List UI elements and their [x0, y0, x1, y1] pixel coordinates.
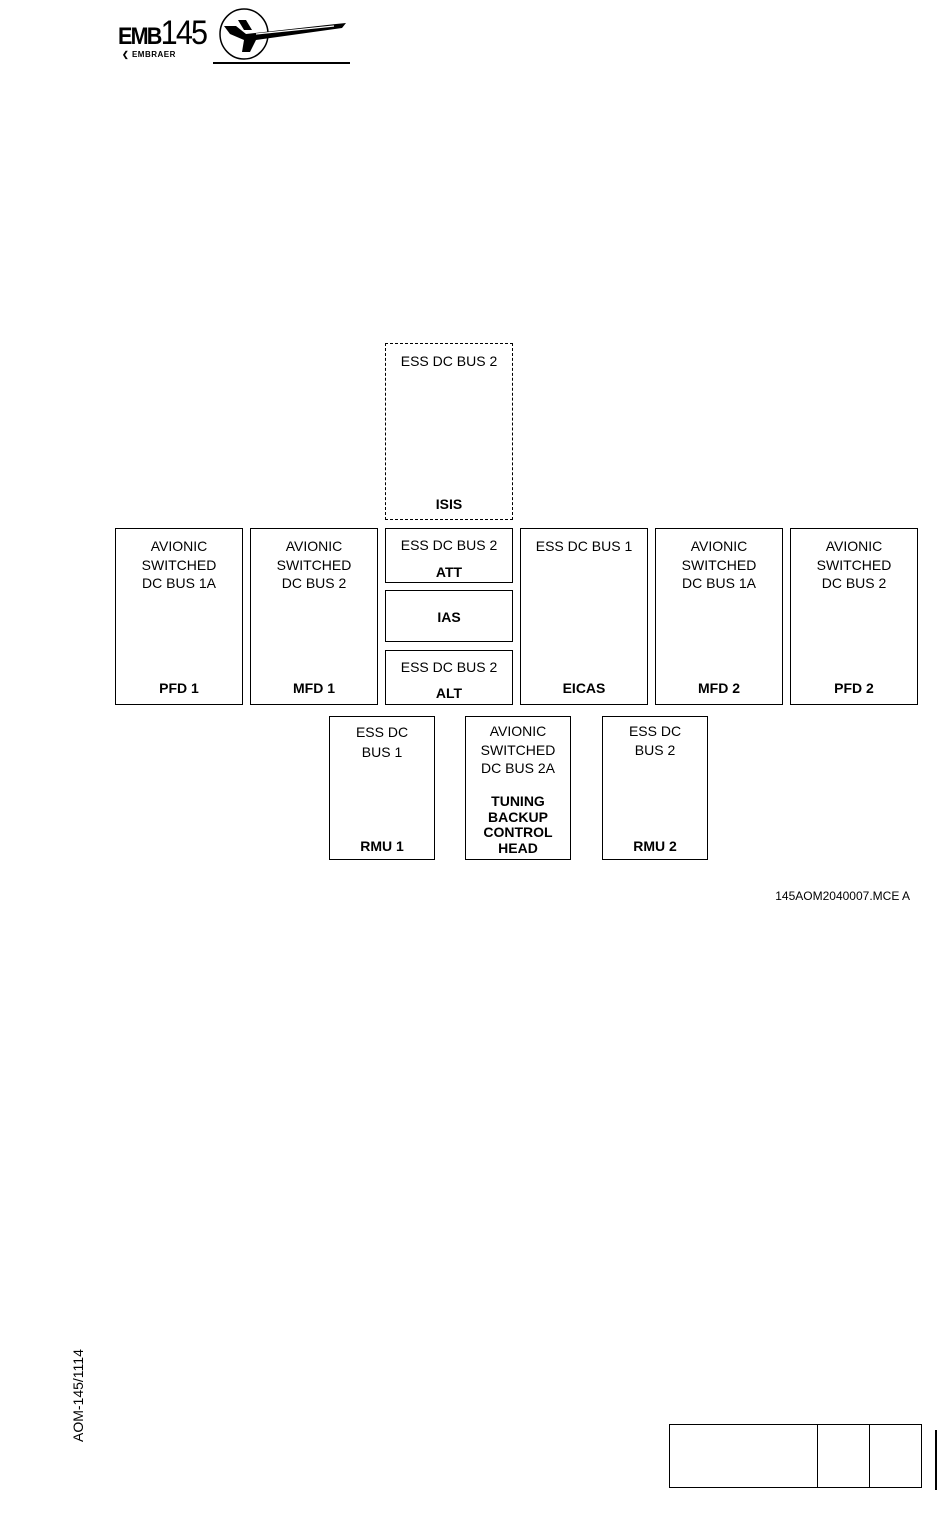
rmu1-box: ESS DC BUS 1 RMU 1: [329, 716, 435, 860]
eicas-device: EICAS: [562, 680, 606, 696]
tuning-box: AVIONIC SWITCHED DC BUS 2A TUNING BACKUP…: [465, 716, 571, 860]
rmu1-device: RMU 1: [360, 838, 404, 854]
document-code: AOM-145/1114: [70, 1349, 86, 1442]
pfd1-source: AVIONIC SWITCHED DC BUS 1A: [141, 538, 217, 591]
change-bar: [935, 1430, 937, 1490]
logo-sub-text: EMBRAER: [131, 50, 176, 59]
embraer-arrow-icon: ❮: [122, 50, 132, 59]
att-box: ESS DC BUS 2 ATT: [385, 528, 513, 583]
pfd1-box: AVIONIC SWITCHED DC BUS 1A PFD 1: [115, 528, 243, 705]
isis-device: ISIS: [435, 496, 463, 512]
mfd2-source: AVIONIC SWITCHED DC BUS 1A: [681, 538, 757, 591]
ias-device: IAS: [437, 609, 461, 625]
header-rule: [213, 62, 350, 64]
tuning-device: TUNING BACKUP CONTROL HEAD: [483, 793, 553, 856]
pfd2-device: PFD 2: [834, 680, 874, 696]
logo-subtitle: ❮ EMBRAER: [122, 50, 176, 59]
pfd1-device: PFD 1: [159, 680, 199, 696]
mfd1-device: MFD 1: [293, 680, 335, 696]
att-device: ATT: [435, 564, 463, 580]
alt-box: ESS DC BUS 2 ALT: [385, 650, 513, 705]
logo-wordmark: EMB145: [118, 16, 208, 52]
eicas-source: ESS DC BUS 1: [535, 538, 633, 554]
tuning-source: AVIONIC SWITCHED DC BUS 2A: [480, 723, 556, 776]
revision-table-divider: [869, 1425, 870, 1487]
figure-id: 145AOM2040007.MCE A: [775, 889, 910, 903]
rmu2-device: RMU 2: [633, 838, 677, 854]
isis-source: ESS DC BUS 2: [400, 353, 498, 369]
pfd2-box: AVIONIC SWITCHED DC BUS 2 PFD 2: [790, 528, 918, 705]
att-source: ESS DC BUS 2: [400, 537, 498, 553]
revision-table: [669, 1424, 922, 1488]
rmu2-box: ESS DC BUS 2 RMU 2: [602, 716, 708, 860]
ias-box: IAS: [385, 590, 513, 642]
rmu1-source: ESS DC BUS 1: [355, 724, 409, 760]
mfd1-source: AVIONIC SWITCHED DC BUS 2: [276, 538, 352, 591]
pfd2-source: AVIONIC SWITCHED DC BUS 2: [816, 538, 892, 591]
revision-table-divider: [817, 1425, 818, 1487]
alt-source: ESS DC BUS 2: [400, 659, 498, 675]
mfd2-box: AVIONIC SWITCHED DC BUS 1A MFD 2: [655, 528, 783, 705]
logo-emb: EMB: [118, 23, 162, 50]
airplane-logo-icon: [219, 8, 346, 60]
rmu2-source: ESS DC BUS 2: [628, 723, 682, 758]
mfd2-device: MFD 2: [698, 680, 740, 696]
isis-box: ESS DC BUS 2 ISIS: [385, 343, 513, 520]
alt-device: ALT: [435, 685, 463, 701]
eicas-box: ESS DC BUS 1 EICAS: [520, 528, 648, 705]
logo-number: 145: [160, 14, 208, 52]
mfd1-box: AVIONIC SWITCHED DC BUS 2 MFD 1: [250, 528, 378, 705]
